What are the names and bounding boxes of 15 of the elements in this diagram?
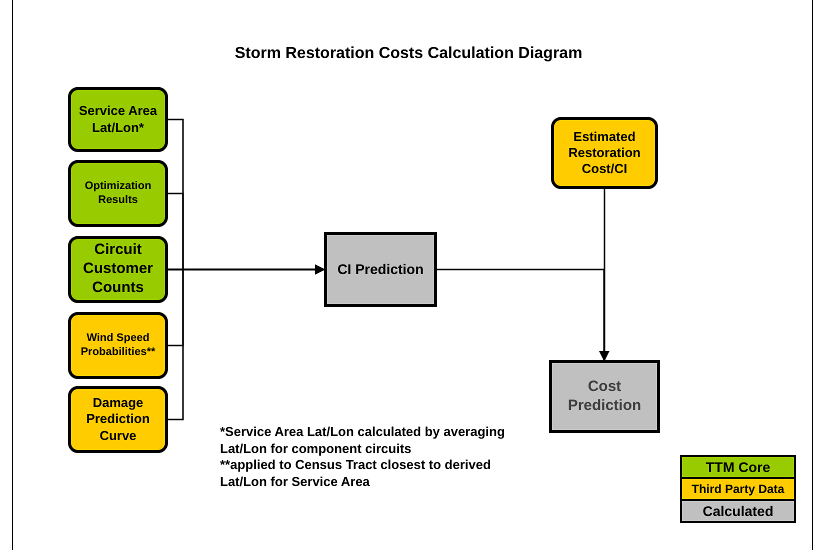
footnote: *Service Area Lat/Lon calculated by averaging Lat/Lon for component circuits bbox=[220, 424, 506, 457]
input-box: Circuit Customer Counts bbox=[68, 236, 168, 303]
process-box: Cost Prediction bbox=[549, 360, 660, 433]
connector-arrow bbox=[168, 264, 325, 420]
input-box: Damage Prediction Curve bbox=[68, 386, 168, 453]
process-box: CI Prediction bbox=[324, 232, 437, 307]
legend-swatch: Calculated bbox=[682, 501, 794, 521]
input-box: Service Area Lat/Lon* bbox=[68, 87, 168, 152]
legend-swatch: Third Party Data bbox=[682, 479, 794, 499]
diagram-title: Storm Restoration Costs Calculation Diagram bbox=[234, 45, 584, 63]
input-box: Optimization Results bbox=[68, 160, 168, 227]
footnote: **applied to Census Tract closest to derived Lat/Lon for Service Area bbox=[220, 457, 492, 490]
legend-swatch: TTM Core bbox=[682, 457, 794, 477]
input-box: Wind Speed Probabilities** bbox=[68, 312, 168, 379]
input-box: Estimated Restoration Cost/CI bbox=[551, 117, 658, 189]
